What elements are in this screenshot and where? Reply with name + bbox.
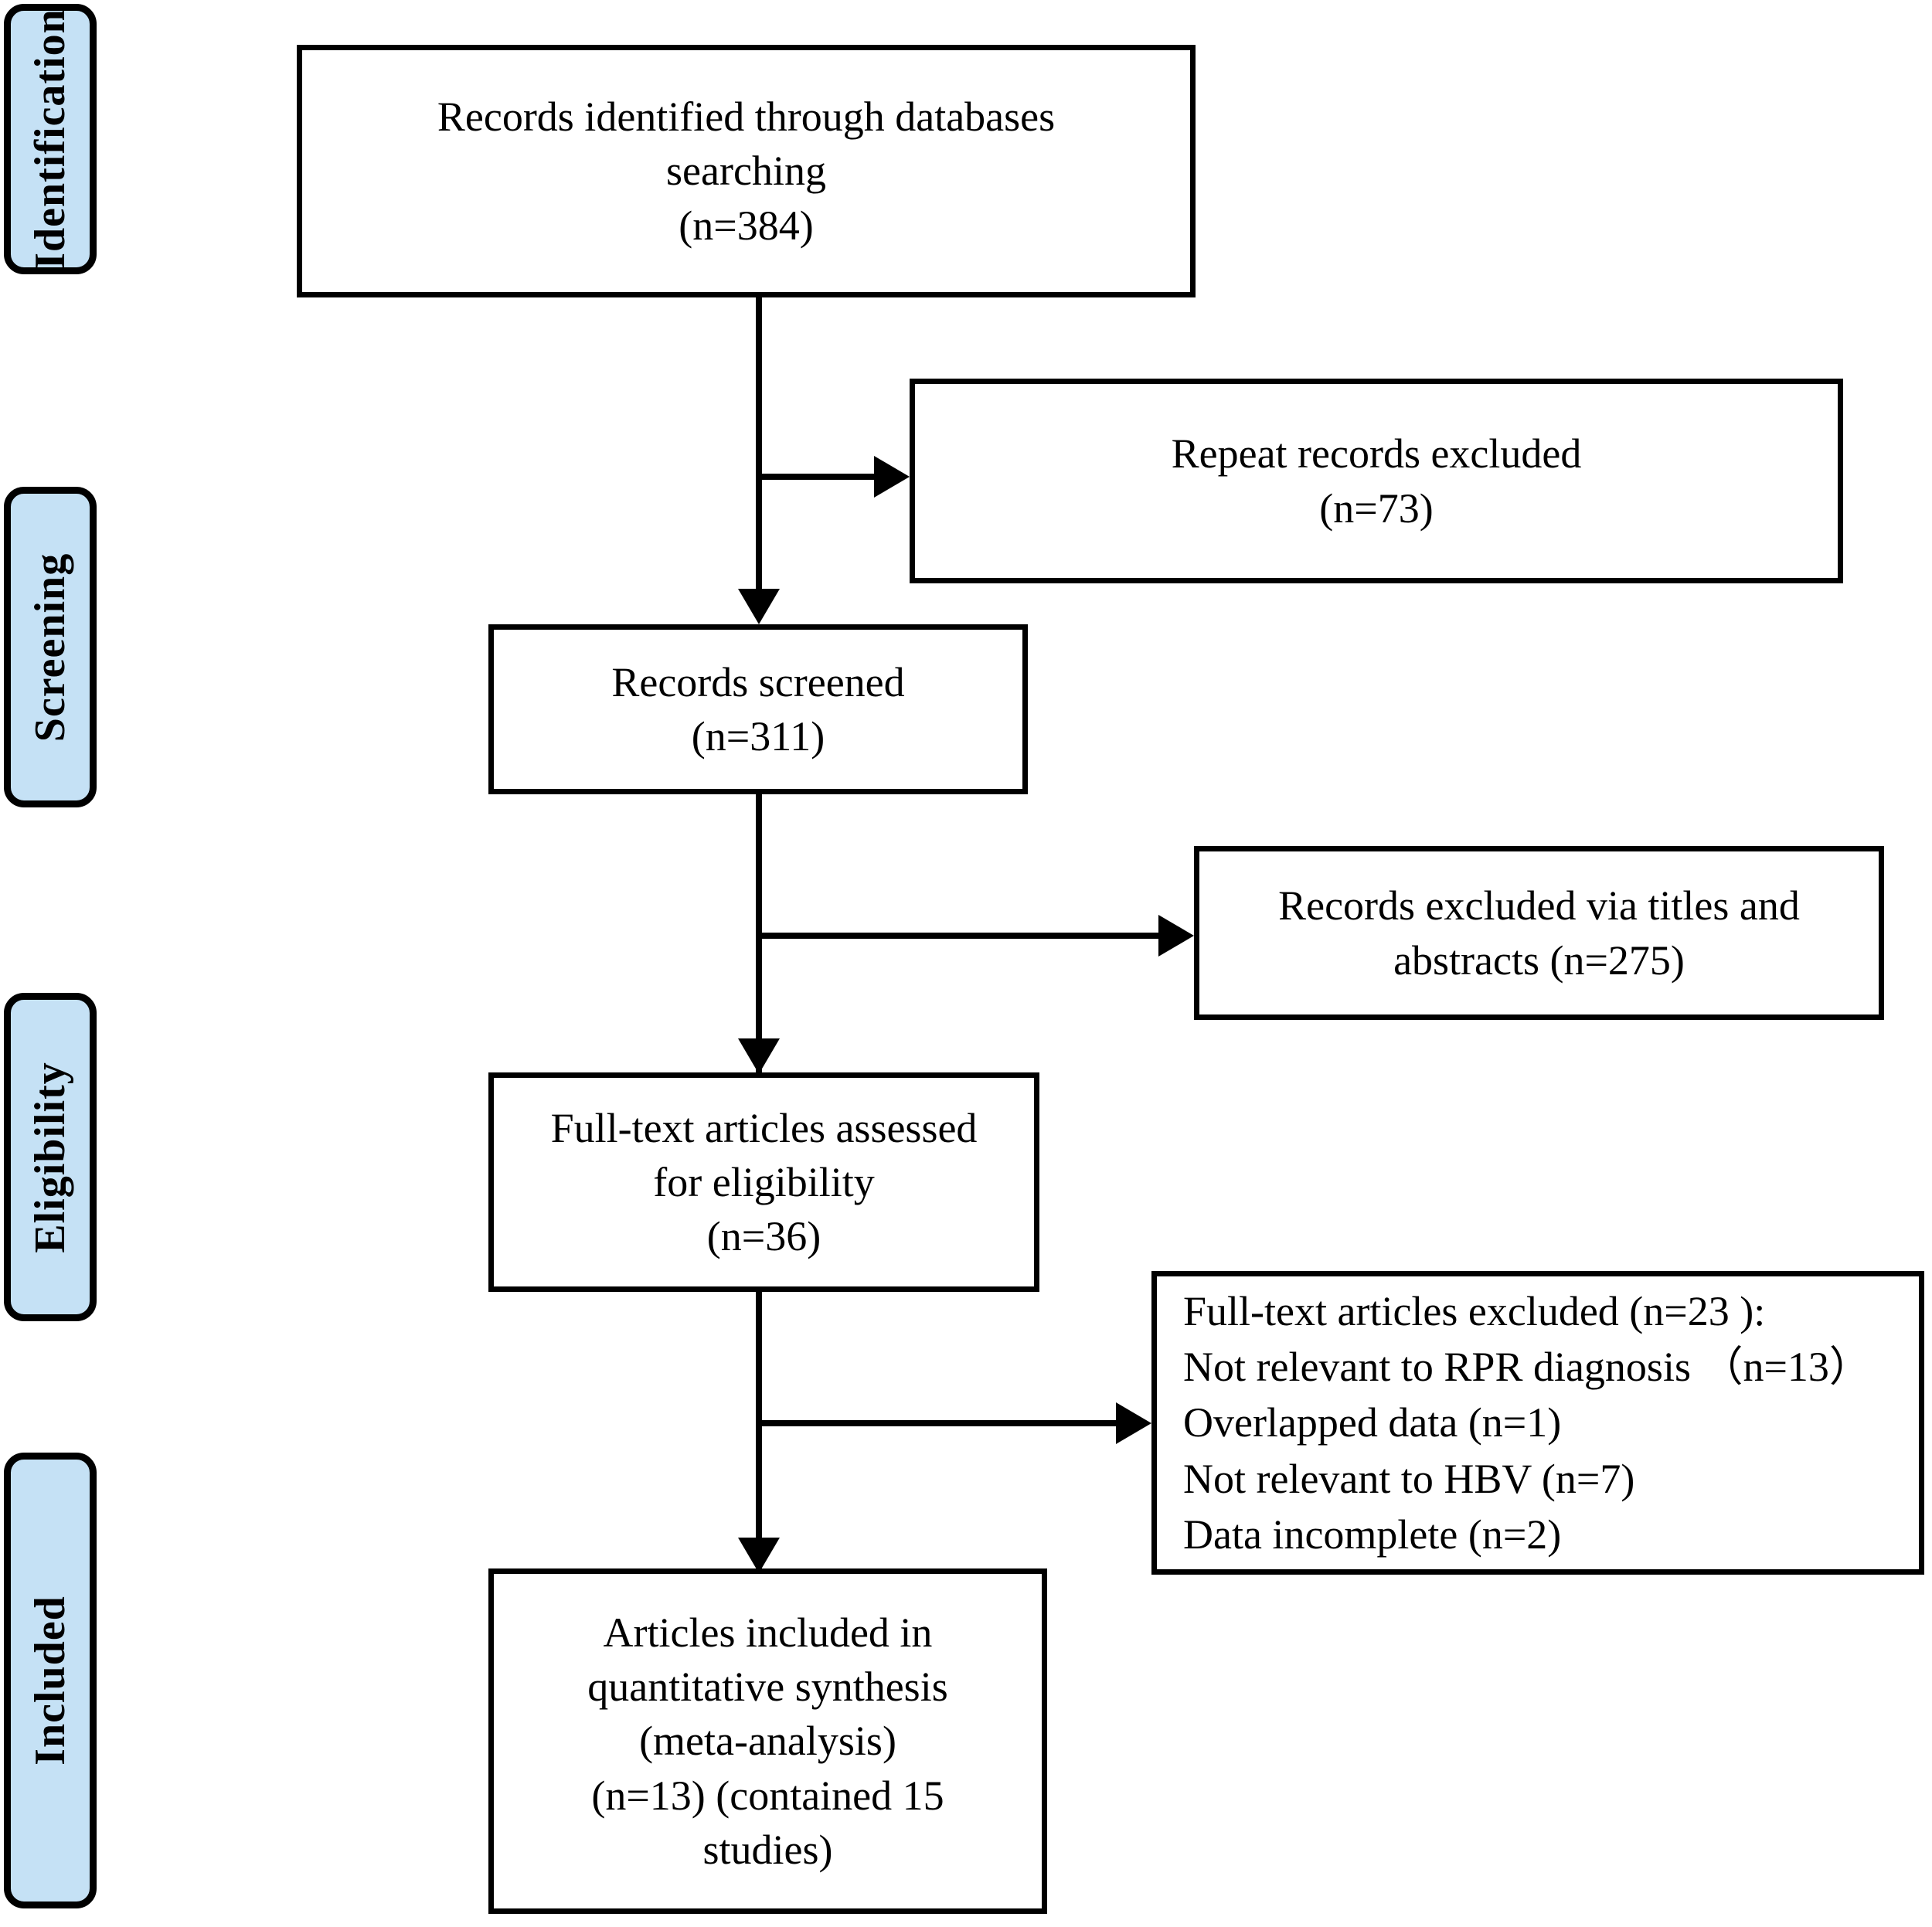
node-records-excluded-titles-abstracts-label: Records excluded via titles and abstract… (1278, 882, 1800, 984)
connector-fulltext-to-fulltext-excluded (756, 1420, 1117, 1426)
node-fulltext-articles-excluded-label: Full-text articles excluded (n=23 ): Not… (1183, 1287, 1871, 1558)
stage-label-eligibility: Eligibility (26, 1061, 74, 1253)
arrowhead-to-repeat-excluded (874, 456, 910, 498)
stage-box-screening: Screening (4, 487, 97, 807)
node-articles-included-label: Articles included in quantitative synthe… (587, 1609, 948, 1873)
node-records-excluded-titles-abstracts: Records excluded via titles and abstract… (1194, 846, 1884, 1020)
node-repeat-records-excluded: Repeat records excluded (n=73) (910, 379, 1843, 583)
stage-box-eligibility: Eligibility (4, 993, 97, 1321)
node-fulltext-articles-assessed-label: Full-text articles assessed for eligibil… (550, 1104, 978, 1260)
stage-label-included: Included (26, 1596, 75, 1766)
node-fulltext-articles-assessed: Full-text articles assessed for eligibil… (488, 1072, 1039, 1292)
arrowhead-to-records-screened (738, 589, 780, 624)
node-records-screened-label: Records screened (n=311) (611, 658, 905, 760)
node-fulltext-articles-excluded: Full-text articles excluded (n=23 ): Not… (1151, 1271, 1924, 1575)
connector-identified-to-repeat-excluded (756, 474, 876, 480)
node-articles-included: Articles included in quantitative synthe… (488, 1568, 1047, 1914)
connector-fulltext-to-included (756, 1292, 762, 1578)
arrowhead-to-titles-excluded (1158, 915, 1194, 957)
stage-box-identification: Identification (4, 4, 97, 274)
node-repeat-records-excluded-label: Repeat records excluded (n=73) (1171, 430, 1582, 532)
connector-identified-to-screened (756, 297, 762, 618)
connector-screened-to-titles-excluded (756, 933, 1160, 939)
stage-box-included: Included (4, 1453, 97, 1908)
arrowhead-to-fulltext-assessed (738, 1038, 780, 1074)
node-records-identified: Records identified through databases sea… (297, 45, 1196, 297)
connector-screened-to-fulltext (756, 794, 762, 1096)
node-records-screened: Records screened (n=311) (488, 624, 1028, 794)
arrowhead-to-fulltext-excluded (1116, 1402, 1151, 1444)
stage-label-identification: Identification (26, 8, 74, 270)
node-records-identified-label: Records identified through databases sea… (437, 93, 1056, 249)
arrowhead-to-articles-included (738, 1538, 780, 1573)
stage-label-screening: Screening (26, 552, 74, 742)
